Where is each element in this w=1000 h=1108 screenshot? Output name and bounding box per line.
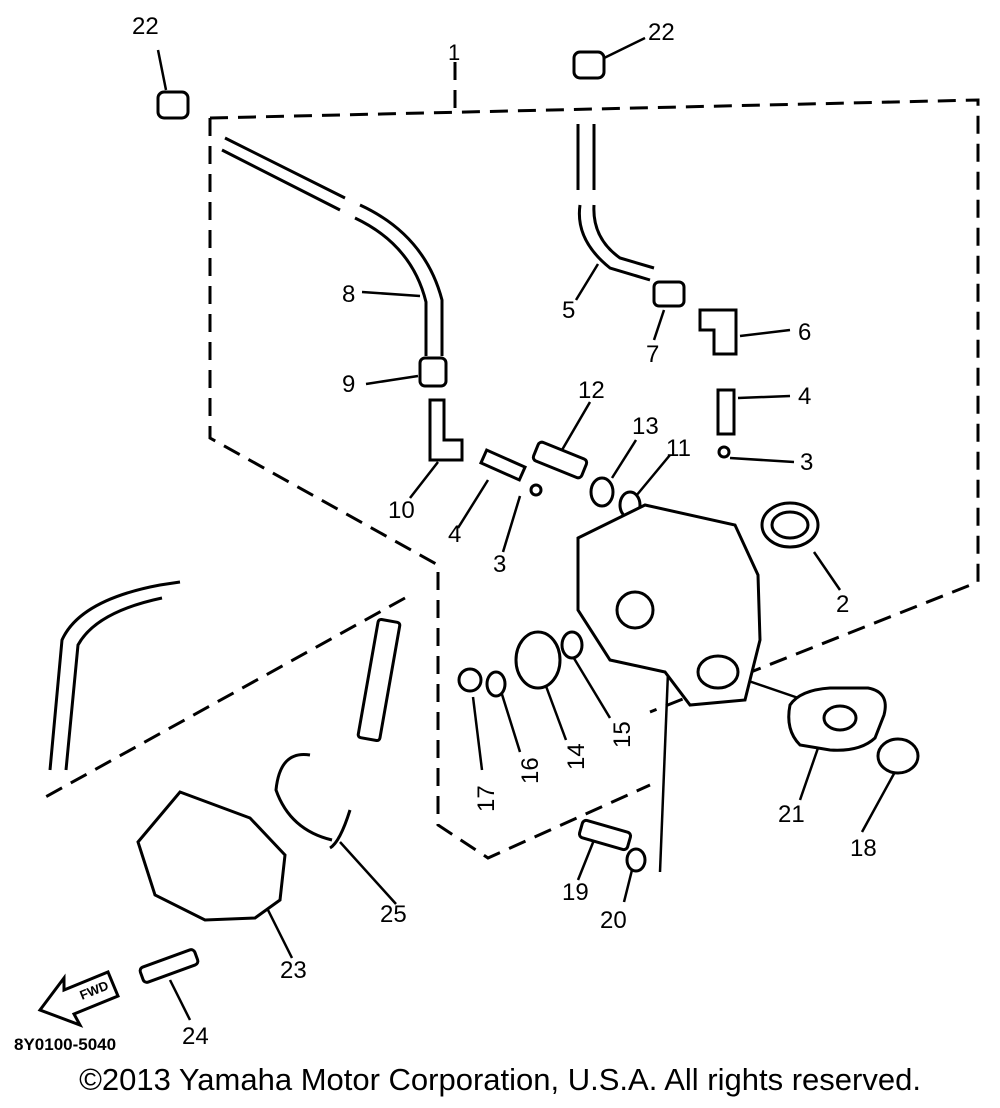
copyright-notice: ©2013 Yamaha Motor Corporation, U.S.A. A…: [79, 1062, 921, 1097]
spring-4-left: [478, 448, 528, 482]
bolt-12: [531, 440, 589, 480]
cable-left: [48, 580, 181, 771]
callout-3-right: 3: [800, 449, 813, 476]
callout-13: 13: [632, 413, 659, 440]
washer-13: [589, 476, 615, 508]
callout-10: 10: [388, 497, 415, 524]
bolt-19: [577, 818, 633, 852]
bolt-24: [138, 948, 200, 984]
hoses: [48, 124, 655, 850]
callout-11: 11: [666, 435, 691, 462]
clip-22-left: [156, 90, 190, 120]
callout-22-right: 22: [648, 19, 675, 46]
union-bolt-6: [698, 308, 738, 356]
plate-14: [514, 630, 562, 690]
cable-25: [274, 752, 333, 842]
callouts: 22 22 8 9 10 4 3 12 13 11 5 7 6 4 3 2 17…: [132, 13, 877, 1050]
clip-22-right: [572, 50, 606, 80]
callout-6: 6: [798, 319, 811, 346]
callout-23: 23: [280, 957, 307, 984]
callout-25: 25: [380, 901, 407, 928]
callout-12: 12: [578, 377, 605, 404]
washer-20: [625, 847, 647, 873]
fuel-hose-8: [221, 136, 346, 212]
ball-3-right: [717, 445, 731, 459]
group-outline: [39, 62, 980, 860]
clip-9: [418, 356, 448, 388]
callout-20: 20: [600, 907, 627, 934]
cable-adjuster: [356, 617, 402, 743]
callout-9: 9: [342, 371, 355, 398]
callout-16: 16: [517, 757, 544, 784]
callout-24: 24: [182, 1023, 209, 1050]
callout-3-left: 3: [493, 551, 506, 578]
callout-22-left: 22: [132, 13, 159, 40]
fwd-arrow: FWD: [37, 970, 120, 1028]
o-ring-18: [876, 737, 920, 775]
callout-8: 8: [342, 281, 355, 308]
washer-16: [485, 670, 507, 698]
clip-7: [652, 280, 686, 308]
cover-23: [136, 790, 287, 922]
callout-21: 21: [778, 801, 805, 828]
callout-19: 19: [562, 879, 589, 906]
callout-15: 15: [609, 721, 636, 748]
callout-17: 17: [473, 785, 500, 812]
callout-5: 5: [562, 297, 575, 324]
group-marker: 1: [448, 40, 460, 65]
washer-15: [560, 630, 584, 660]
diagram-code: 8Y0100-5040: [14, 1035, 116, 1054]
callout-4-right: 4: [798, 383, 811, 410]
ball-3-left: [529, 483, 543, 497]
callout-18: 18: [850, 835, 877, 862]
nut-17: [457, 667, 483, 693]
oil-hose-5: [576, 124, 596, 190]
callout-2: 2: [836, 591, 849, 618]
spring-4-right: [716, 388, 736, 436]
callout-7: 7: [646, 341, 659, 368]
union-bolt-10: [428, 398, 464, 462]
small-parts: [136, 50, 920, 984]
callout-14: 14: [563, 743, 590, 770]
callout-4-left: 4: [448, 521, 461, 548]
